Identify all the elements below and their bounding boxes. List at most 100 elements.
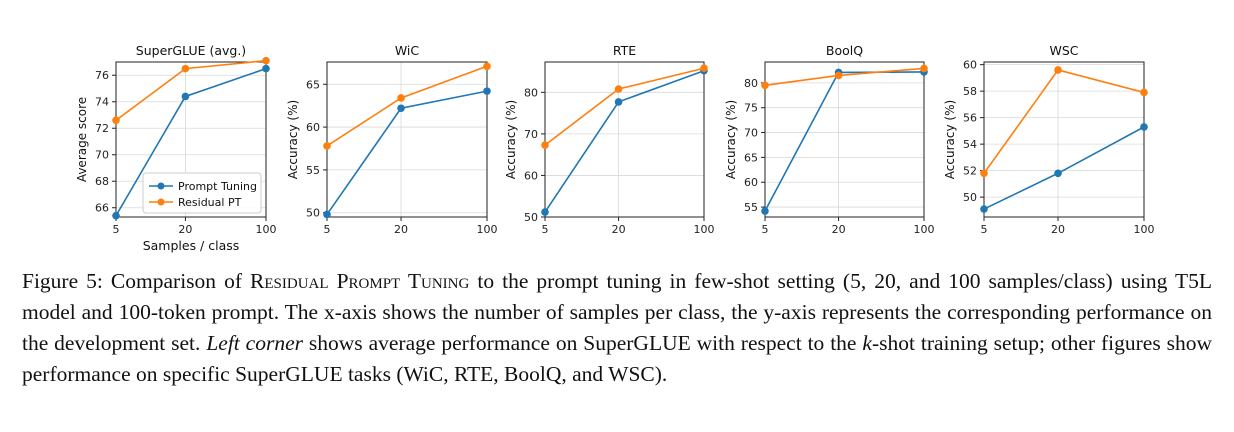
x-tick-label: 100 — [477, 223, 498, 236]
y-tick-label: 70 — [95, 149, 109, 162]
x-tick-label: 5 — [113, 223, 120, 236]
data-point — [614, 98, 623, 106]
x-tick-label: 20 — [1051, 223, 1065, 236]
data-point — [980, 205, 988, 213]
data-point — [181, 64, 190, 73]
y-tick-label: 66 — [95, 202, 109, 215]
data-point — [112, 116, 120, 125]
x-tick-label: 5 — [762, 223, 769, 236]
data-point — [181, 92, 190, 101]
data-point — [1054, 66, 1062, 74]
data-point — [323, 142, 331, 150]
data-point — [112, 211, 120, 220]
data-point — [614, 85, 623, 93]
y-tick-label: 70 — [524, 128, 538, 141]
y-tick-label: 68 — [95, 175, 109, 188]
x-tick-label: 100 — [694, 223, 715, 236]
y-tick-label: 70 — [744, 127, 758, 140]
series-line-residual-pt — [326, 65, 488, 147]
chart-panel-2: 5 20 100 50 60 70 80 RTE Accuracy (%) — [504, 43, 715, 236]
chart-title: SuperGLUE (avg.) — [136, 43, 246, 58]
x-tick-label: 20 — [394, 223, 408, 236]
caption-method-name: Residual Prompt Tuning — [250, 269, 470, 293]
x-tick-label: 20 — [178, 223, 192, 236]
caption-label: Figure 5: Comparison of — [22, 269, 251, 293]
y-tick-label: 50 — [524, 211, 538, 224]
y-tick-label: 65 — [744, 151, 758, 164]
y-tick-label: 50 — [963, 191, 977, 204]
y-tick-label: 72 — [95, 122, 109, 135]
x-tick-label: 100 — [1134, 223, 1155, 236]
series-line-prompt-tuning — [544, 69, 705, 213]
chart-title: BoolQ — [826, 43, 863, 58]
x-tick-label: 100 — [256, 223, 277, 236]
x-tick-label: 5 — [981, 223, 988, 236]
data-point — [920, 64, 928, 73]
y-tick-label: 60 — [306, 121, 320, 134]
plot-frame — [764, 61, 925, 218]
y-tick-label: 76 — [95, 69, 109, 82]
data-point — [834, 71, 843, 80]
chart-title: RTE — [613, 43, 636, 58]
y-tick-label: 50 — [306, 207, 320, 220]
figure-caption: Figure 5: Comparison of Residual Prompt … — [22, 266, 1212, 390]
x-tick-label: 5 — [324, 223, 331, 236]
plot-frame — [544, 61, 705, 218]
y-axis-label: Accuracy (%) — [286, 100, 300, 179]
y-axis-label: Accuracy (%) — [943, 100, 957, 179]
series-line-residual-pt — [983, 69, 1145, 174]
y-tick-label: 54 — [963, 138, 977, 151]
y-tick-label: 75 — [744, 102, 758, 115]
data-point — [541, 141, 549, 149]
y-tick-label: 55 — [744, 201, 758, 214]
y-tick-label: 65 — [306, 78, 320, 91]
data-point — [483, 62, 491, 71]
y-tick-label: 52 — [963, 165, 977, 178]
x-tick-label: 100 — [914, 223, 935, 236]
y-tick-label: 74 — [95, 96, 109, 109]
data-point — [1054, 169, 1062, 178]
data-point — [483, 87, 491, 95]
caption-text-2: shows average performance on SuperGLUE w… — [303, 331, 863, 355]
legend-box — [142, 172, 262, 214]
x-tick-label: 20 — [612, 223, 626, 236]
series-line-residual-pt — [115, 59, 267, 121]
data-point — [700, 64, 708, 73]
data-point — [980, 169, 988, 178]
data-point — [397, 104, 405, 113]
data-point — [761, 207, 769, 215]
y-tick-label: 58 — [963, 85, 977, 98]
plot-frame — [326, 61, 488, 218]
chart-title: WSC — [1049, 43, 1078, 58]
data-point — [1140, 88, 1148, 97]
plot-frame — [983, 61, 1145, 218]
data-point — [541, 208, 549, 216]
y-axis-label: Accuracy (%) — [504, 100, 518, 179]
chart-title: WiC — [395, 43, 420, 58]
legend-label: Residual PT — [178, 196, 242, 209]
data-point — [262, 64, 270, 73]
series-line-prompt-tuning — [764, 71, 925, 212]
x-tick-label: 5 — [542, 223, 549, 236]
caption-left-corner: Left corner — [206, 331, 303, 355]
y-tick-label: 60 — [963, 59, 977, 72]
series-line-prompt-tuning — [326, 90, 488, 215]
y-tick-label: 60 — [524, 169, 538, 182]
y-tick-label: 80 — [524, 86, 538, 99]
legend-label: Prompt Tuning — [178, 180, 257, 193]
legend-swatch-marker — [157, 182, 165, 190]
y-tick-label: 60 — [744, 176, 758, 189]
data-point — [323, 210, 331, 219]
legend-swatch-marker — [157, 198, 165, 206]
caption-text-1: to the prompt tuning in few-shot setting… — [22, 269, 1213, 355]
data-point — [397, 94, 405, 102]
caption-k: k — [862, 331, 872, 355]
data-point — [1140, 123, 1148, 131]
y-axis-label: Accuracy (%) — [724, 100, 738, 179]
